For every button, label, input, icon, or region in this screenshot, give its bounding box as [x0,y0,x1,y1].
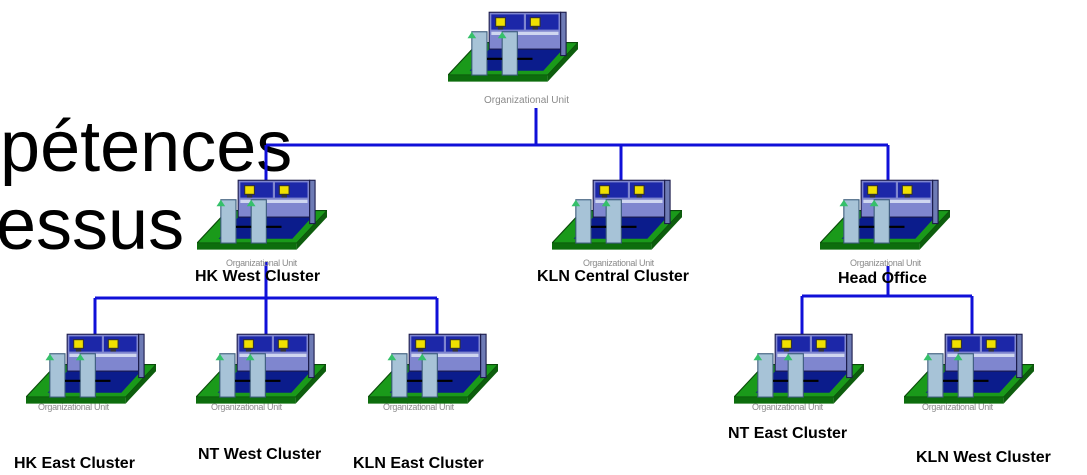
background-text-line-3: cessus [0,185,185,265]
node-name: HK East Cluster [14,455,135,472]
background-text-line-2: npétences [0,107,293,187]
node-caption: Organizational Unit [226,258,297,268]
office-cubicle-icon [820,178,950,254]
office-cubicle-icon [448,10,578,86]
office-cubicle-icon [734,332,864,408]
background-slide-text: e npétences cessus [0,30,292,264]
node-name: NT East Cluster [728,425,848,442]
node-caption: Organizational Unit [38,402,109,412]
node-caption: Organizational Unit [211,402,282,412]
node-caption: Organizational Unit [752,402,823,412]
office-cubicle-icon [197,178,327,254]
node-name: KLN East Cluster [353,455,484,472]
office-cubicle-icon [26,332,156,408]
background-text-line-1: e [0,30,292,108]
office-cubicle-icon [552,178,682,254]
node-caption: Organizational Unit [922,402,993,412]
node-name: KLN West Cluster [916,449,1051,466]
office-cubicle-icon [904,332,1034,408]
node-caption: Organizational Unit [484,95,570,106]
node-caption: Organizational Unit [850,258,921,268]
node-caption: Organizational Unit [383,402,454,412]
office-cubicle-icon [368,332,498,408]
node-name: NT West Cluster [198,446,322,463]
node-name: Head Office [838,270,927,287]
node-caption: Organizational Unit [583,258,654,268]
office-cubicle-icon [196,332,326,408]
node-name: HK West Cluster [195,268,321,285]
node-name: KLN Central Cluster [537,268,690,285]
connector-group [93,108,974,335]
